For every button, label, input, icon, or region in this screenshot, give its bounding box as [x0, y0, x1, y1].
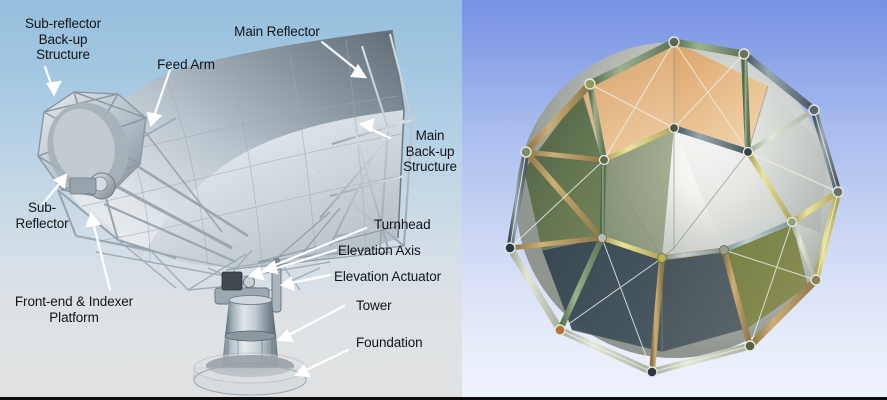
leader-front-end-indexer [90, 216, 112, 292]
sphere-body [516, 42, 832, 358]
geodesic-sphere-panel [462, 0, 887, 400]
label-main-backup-structure: Main Back-up Structure [403, 128, 457, 174]
leader-foundation [298, 348, 350, 375]
leader-elevation-actuator [284, 273, 332, 286]
label-foundation: Foundation [356, 335, 423, 350]
label-elevation-actuator: Elevation Actuator [334, 269, 442, 284]
sphere-wireframe [541, 42, 793, 353]
turnhead-assembly [214, 258, 282, 313]
feed-arm [85, 111, 249, 264]
label-front-end-indexer-platform: Front-end & Indexer Platform [14, 294, 134, 325]
sphere-facets [524, 42, 828, 352]
label-tower: Tower [356, 298, 392, 313]
leader-main-backup [362, 124, 392, 140]
sphere-cables [509, 41, 839, 373]
geodesic-sphere-illustration [504, 36, 844, 378]
leader-tower [281, 304, 346, 340]
label-turnhead: Turnhead [374, 217, 431, 232]
antenna-panel: Sub-reflector Back-up Structure Feed Arm… [0, 0, 462, 400]
sphere-nodes [504, 36, 844, 378]
label-main-reflector: Main Reflector [234, 24, 320, 39]
elevation-actuator-cylinder [271, 261, 282, 313]
foundation [193, 352, 307, 396]
label-feed-arm: Feed Arm [157, 57, 215, 72]
label-elevation-axis: Elevation Axis [338, 243, 421, 258]
label-sub-reflector: Sub- Reflector [15, 200, 69, 231]
leader-main-reflector [320, 40, 364, 76]
lower-truss-network [75, 235, 341, 295]
main-reflector-assembly [66, 29, 405, 269]
sub-reflector-cage [37, 91, 147, 199]
label-sub-reflector-backup-structure: Sub-reflector Back-up Structure [25, 16, 101, 62]
leader-sub-reflector-backup [43, 65, 56, 94]
leader-elevation-axis [252, 248, 338, 277]
leader-lines [40, 40, 392, 378]
sphere-struts [506, 38, 842, 376]
leader-feed-arm [150, 62, 174, 124]
tower-assembly [221, 295, 280, 374]
sub-reflector-assembly [37, 91, 177, 259]
elevation-axis-pivot [243, 276, 255, 288]
figure-bottom-border [0, 397, 887, 400]
